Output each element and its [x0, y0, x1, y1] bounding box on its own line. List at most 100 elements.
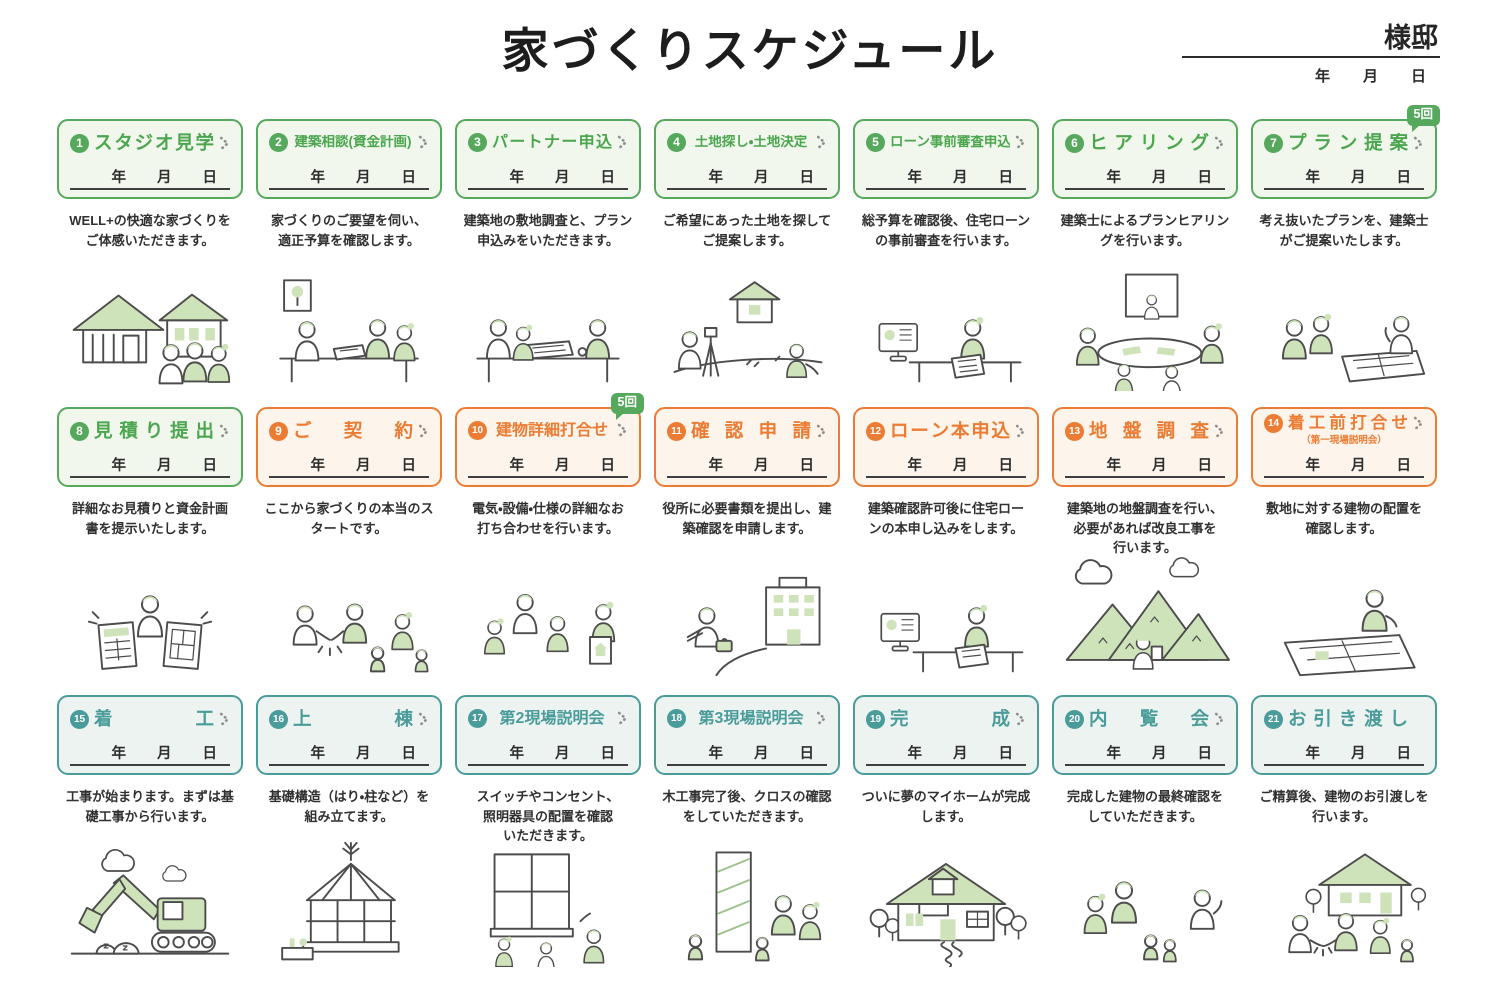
step-card: 19 完成 年 月 日 ついに夢のマイホームが完成 します。 — [853, 695, 1039, 967]
step-title-row: 17 第2現場説明会 — [468, 709, 628, 728]
step-number-badge: 4 — [667, 133, 686, 152]
next-step-chevron-icon — [816, 424, 827, 438]
step-description: ここから家づくりの本当のス タートです。 — [264, 501, 434, 536]
date-year-label: 年 — [1106, 746, 1122, 762]
step-description: ご精算後、建物のお引渡しを 行います。 — [1259, 789, 1429, 824]
step-number-badge: 12 — [866, 421, 885, 441]
date-year-label: 年 — [509, 458, 525, 474]
date-day-label: 日 — [600, 170, 616, 186]
step-title: ローン事前審査申込 — [890, 135, 1010, 150]
step-illustration — [1052, 839, 1238, 967]
step-title-row: 16 上棟 — [269, 709, 429, 729]
step-box: 5 ローン事前審査申込 年 月 日 — [853, 119, 1039, 199]
step-card: 16 上棟 年 月 日 基礎構造（はり・柱など）を 組み立てます。 — [256, 695, 442, 967]
date-year-label: 年 — [111, 746, 127, 762]
step-title: パートナー申込 — [492, 133, 612, 151]
step-number-badge: 16 — [269, 709, 288, 729]
step-box: 19 完成 年 月 日 — [853, 695, 1039, 775]
date-fill-in-line: 年 月 日 — [1065, 742, 1225, 766]
date-day-label: 日 — [799, 746, 815, 762]
step-number-badge: 6 — [1065, 133, 1084, 153]
date-year-label: 年 — [1106, 170, 1122, 186]
date-year-label: 年 — [310, 458, 326, 474]
step-title: 土地探し・土地決定 — [694, 135, 808, 150]
step-card: 5回 7 プラン提案 年 月 日 考え抜いたプランを、建築士 がご提案いたします… — [1251, 105, 1440, 391]
owner-name-fill-line — [1182, 56, 1440, 58]
date-month-label: 月 — [1351, 170, 1366, 186]
step-title-row: 13 地盤調査 — [1065, 421, 1225, 441]
step-box: 13 地盤調査 年 月 日 — [1052, 407, 1238, 487]
step-card: 15 着工 年 月 日 工事が始まります。まずは基 礎工事から行います。 — [57, 695, 243, 967]
step-description: 詳細なお見積りと資金計画 書を提示いたします。 — [71, 501, 228, 536]
step-number-badge: 9 — [269, 421, 288, 441]
step-title-row: 1 スタジオ見学 — [70, 133, 230, 153]
page-title: 家づくりスケジュール — [501, 24, 999, 77]
step-description: 総予算を確認後、住宅ローン の事前審査を行います。 — [861, 213, 1031, 248]
steps-grid: 1 スタジオ見学 年 月 日 WELL+の快適な家づくりを ご体感いただきます。… — [57, 105, 1440, 967]
date-fill-in-line: 年 月 日 — [1264, 166, 1424, 190]
date-month-label: 月 — [555, 458, 570, 474]
step-description: スイッチやコンセント、 照明器具の配置を確認 いただきます。 — [476, 789, 620, 843]
step-number-badge: 19 — [866, 709, 885, 729]
date-month-label: 月 — [1152, 746, 1167, 762]
date-month-label: 月 — [1351, 746, 1366, 762]
step-card: 14 着工前打合せ （第一現場説明会） 年 月 日 敷地に対する建物の配置を 確… — [1251, 407, 1437, 679]
step-illustration — [1052, 551, 1238, 679]
step-illustration — [455, 263, 641, 391]
step-description: 完成した建物の最終確認を していただきます。 — [1066, 789, 1223, 824]
step-number-badge: 20 — [1065, 709, 1084, 729]
step-illustration — [455, 839, 641, 967]
step-box: 4 土地探し・土地決定 年 月 日 — [654, 119, 840, 199]
date-fill-in-line: 年 月 日 — [1264, 742, 1424, 766]
date-year-label: 年 — [907, 458, 923, 474]
step-illustration — [57, 839, 243, 967]
date-fill-in-line: 年 月 日 — [468, 742, 628, 766]
step-description: ついに夢のマイホームが完成 します。 — [861, 789, 1031, 824]
next-step-chevron-icon — [617, 135, 628, 150]
step-title-row: 5 ローン事前審査申込 — [866, 133, 1026, 152]
step-description: 建築確認許可後に住宅ロー ンの本申し込みをします。 — [867, 501, 1024, 536]
step-title: 確認申請 — [691, 421, 811, 441]
date-year-label: 年 — [708, 746, 724, 762]
step-description: 木工事完了後、クロスの確認 をしていただきます。 — [662, 789, 832, 824]
owner-name-block: 様邸 年 月 日 — [1182, 16, 1440, 86]
date-month-label: 月 — [1362, 68, 1378, 85]
step-illustration — [654, 551, 840, 679]
date-month-label: 月 — [953, 170, 968, 186]
step-box: 18 第3現場説明会 年 月 日 — [654, 695, 840, 775]
step-illustration — [1052, 263, 1238, 391]
date-fill-in-line: 年 月 日 — [1065, 166, 1225, 190]
date-day-label: 日 — [401, 458, 417, 474]
next-step-chevron-icon — [816, 135, 827, 150]
step-card: 13 地盤調査 年 月 日 建築地の地盤調査を行い、 必要があれば改良工事を 行… — [1052, 407, 1238, 679]
step-description: 電気・設備・仕様の詳細なお 打ち合わせを行います。 — [472, 501, 624, 536]
date-day-label: 日 — [1197, 746, 1213, 762]
date-day-label: 日 — [401, 746, 417, 762]
step-description: 家づくりのご要望を伺い、 適正予算を確認します。 — [270, 213, 427, 248]
step-title: ヒアリング — [1089, 133, 1209, 153]
step-title: 見積り提出 — [94, 421, 214, 441]
step-box: 5回 10 建物詳細打合せ 年 月 日 — [455, 393, 644, 487]
step-box: 12 ローン本申込 年 月 日 — [853, 407, 1039, 487]
step-card: 5回 10 建物詳細打合せ 年 月 日 電気・設備・仕様の詳細なお 打ち合わせを… — [455, 393, 644, 679]
next-step-chevron-icon — [1015, 424, 1026, 438]
date-day-label: 日 — [600, 746, 616, 762]
step-card: 6 ヒアリング 年 月 日 建築士によるプランヒアリン グを行います。 — [1052, 119, 1238, 391]
date-year-label: 年 — [708, 170, 724, 186]
date-year-label: 年 — [907, 746, 923, 762]
next-step-chevron-icon — [816, 711, 827, 726]
date-month-label: 月 — [1351, 458, 1366, 474]
step-title: ローン本申込 — [890, 421, 1010, 441]
date-month-label: 月 — [1152, 458, 1167, 474]
date-fill-in-line: 年 月 日 — [70, 166, 230, 190]
date-month-label: 月 — [356, 746, 371, 762]
step-illustration — [256, 263, 442, 391]
step-number-badge: 1 — [70, 133, 89, 153]
step-number-badge: 17 — [468, 709, 487, 728]
step-description: WELL+の快適な家づくりを ご体感いただきます。 — [69, 213, 231, 248]
date-year-label: 年 — [310, 746, 326, 762]
step-title-row: 2 建築相談(資金計画) — [269, 133, 429, 152]
date-fill-in-line: 年 月 日 — [667, 454, 827, 478]
date-day-label: 日 — [202, 170, 218, 186]
